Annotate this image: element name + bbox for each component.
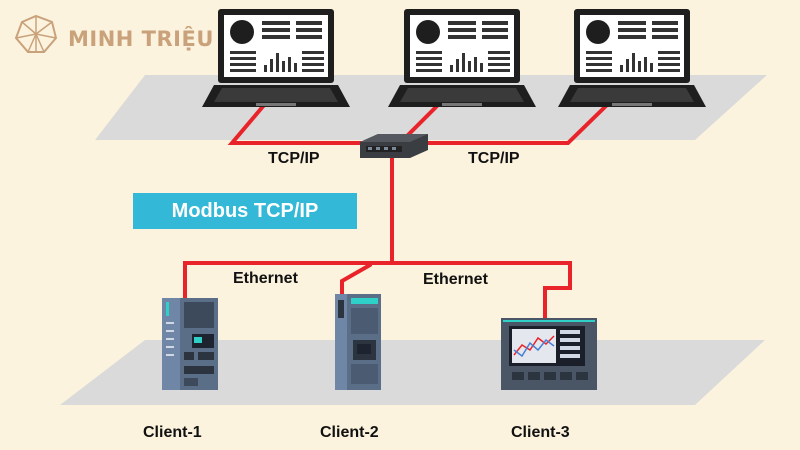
plc-module-icon	[335, 294, 381, 390]
brand-name: MINH TRIỆU	[68, 27, 214, 51]
ethernet-label-right: Ethernet	[423, 271, 488, 288]
client-2-label: Client-2	[320, 424, 379, 441]
crystal-logo-icon	[14, 14, 58, 53]
laptop-icon	[388, 9, 536, 107]
laptop-icon	[558, 9, 706, 107]
server-platform	[95, 75, 767, 140]
client-1-label: Client-1	[143, 424, 202, 441]
protocol-banner: Modbus TCP/IP	[133, 193, 357, 229]
network-wires	[183, 101, 610, 322]
plc-rack-icon	[162, 298, 218, 390]
tcp-ip-label-left: TCP/IP	[268, 150, 320, 167]
hmi-panel-icon	[501, 318, 597, 390]
client-3-label: Client-3	[511, 424, 570, 441]
laptop-icon	[202, 9, 350, 107]
tcp-ip-label-right: TCP/IP	[468, 150, 520, 167]
ethernet-label-left: Ethernet	[233, 270, 298, 287]
network-switch-icon	[360, 134, 428, 158]
